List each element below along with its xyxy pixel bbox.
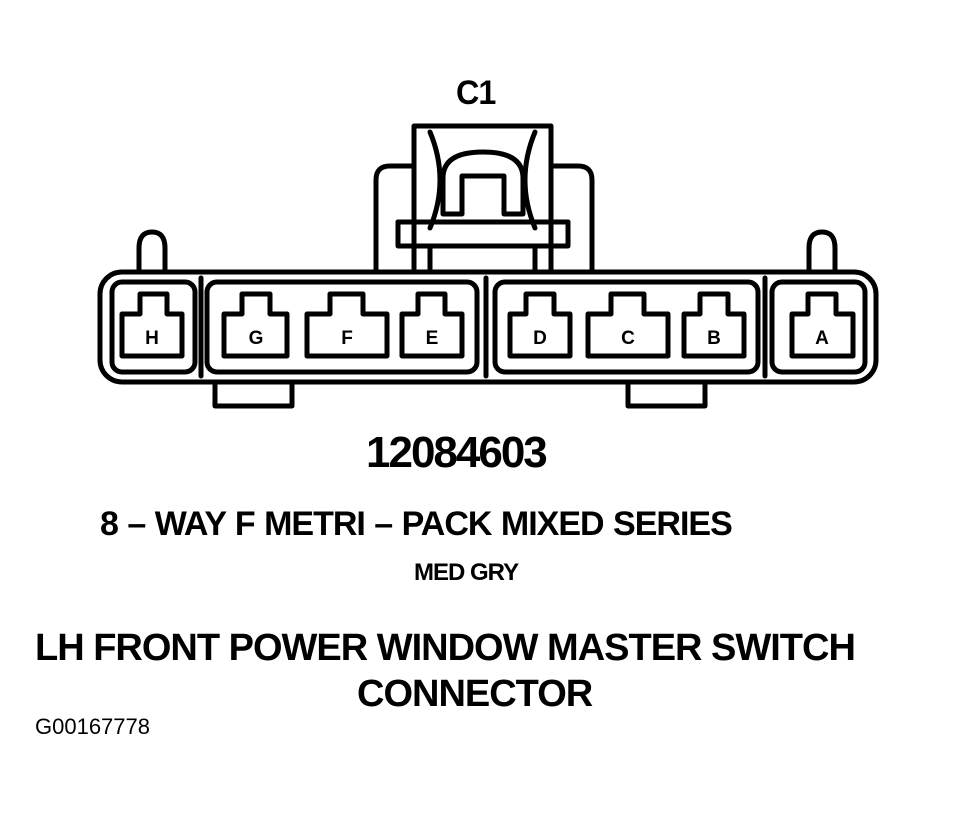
- figure-id: G00167778: [35, 714, 150, 739]
- pin-terminal-c: [585, 291, 671, 359]
- title-line-1: LH FRONT POWER WINDOW MASTER SWITCH: [35, 627, 856, 669]
- connector-label: C1: [456, 74, 496, 112]
- cavity-a-section: [769, 279, 868, 375]
- pin-label-h: H: [145, 328, 159, 349]
- latch-housing: [373, 123, 595, 275]
- connector-body: [97, 269, 879, 385]
- bottom-tab-right: [625, 379, 708, 409]
- right-post: [806, 229, 838, 275]
- pin-label-g: G: [249, 328, 264, 349]
- pin-label-e: E: [426, 328, 439, 349]
- left-post: [136, 229, 168, 275]
- pin-label-c: C: [621, 328, 635, 349]
- pin-terminal-d: [507, 291, 573, 359]
- color-code: MED GRY: [414, 559, 519, 586]
- cavity-h-section: [109, 279, 198, 375]
- pin-terminal-e: [399, 291, 465, 359]
- pin-label-b: B: [707, 328, 721, 349]
- pin-terminal-a: [789, 291, 856, 359]
- pin-terminal-b: [681, 291, 747, 359]
- pin-label-d: D: [533, 328, 547, 349]
- pin-terminal-h: [119, 291, 185, 359]
- pin-label-f: F: [341, 328, 353, 349]
- pin-label-a: A: [815, 328, 829, 349]
- title-line-2: CONNECTOR: [357, 673, 593, 715]
- cavity-gfe-section: [204, 279, 480, 375]
- bottom-tab-left: [212, 379, 295, 409]
- pin-terminal-f: [304, 291, 390, 359]
- cavity-dcb-section: [492, 279, 761, 375]
- series-description: 8 – WAY F METRI – PACK MIXED SERIES: [100, 505, 733, 543]
- part-number: 12084603: [366, 428, 548, 477]
- pin-terminal-g: [221, 291, 290, 359]
